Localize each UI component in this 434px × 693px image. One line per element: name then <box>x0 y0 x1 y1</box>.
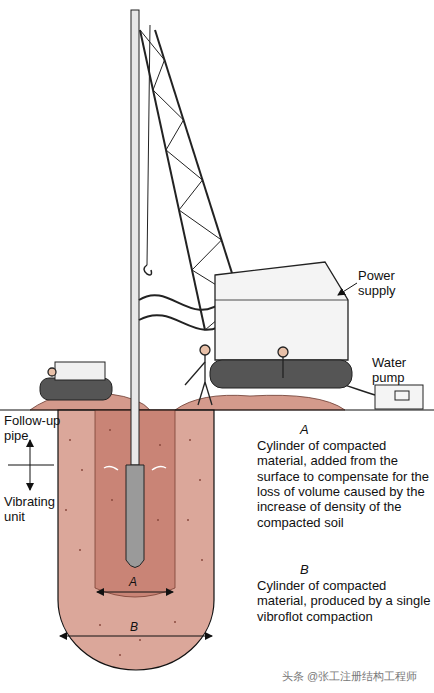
dimension-a <box>97 592 173 593</box>
equipment-label: Power supply <box>358 268 430 299</box>
callout-letter: A <box>300 422 320 437</box>
cab-detail <box>215 300 348 301</box>
water-jet <box>104 466 166 470</box>
watermark: 头条 @张工注册结构工程师 <box>282 670 432 683</box>
direction-arrow <box>30 440 31 465</box>
hook <box>144 265 152 275</box>
pump-panel <box>395 391 409 400</box>
divider-tick <box>8 465 54 466</box>
ground-line <box>0 409 434 410</box>
callout-note: Cylinder of compacted material, added fr… <box>257 438 433 530</box>
crawler-track <box>210 360 352 388</box>
callout-note: Cylinder of compacted material, produced… <box>257 578 433 624</box>
leader-line <box>338 283 357 295</box>
crane-cab <box>215 262 348 360</box>
part-label: Follow-up pipe <box>4 413 64 444</box>
tractor-body <box>55 362 105 380</box>
callout-letter: B <box>300 562 320 577</box>
direction-arrow <box>30 465 31 490</box>
equipment-label: Water pump <box>372 355 432 386</box>
part-label: Vibrating unit <box>4 494 64 525</box>
hoist-cable <box>147 25 150 265</box>
worker <box>48 345 288 405</box>
tractor-track <box>40 378 112 400</box>
water-pump <box>375 385 423 409</box>
follow-up-pipe <box>131 10 139 465</box>
dimension-b <box>60 636 212 637</box>
hose <box>139 295 225 310</box>
dimension-label: B <box>130 620 150 634</box>
vibrating-unit <box>126 465 144 568</box>
dimension-label: A <box>129 575 149 589</box>
